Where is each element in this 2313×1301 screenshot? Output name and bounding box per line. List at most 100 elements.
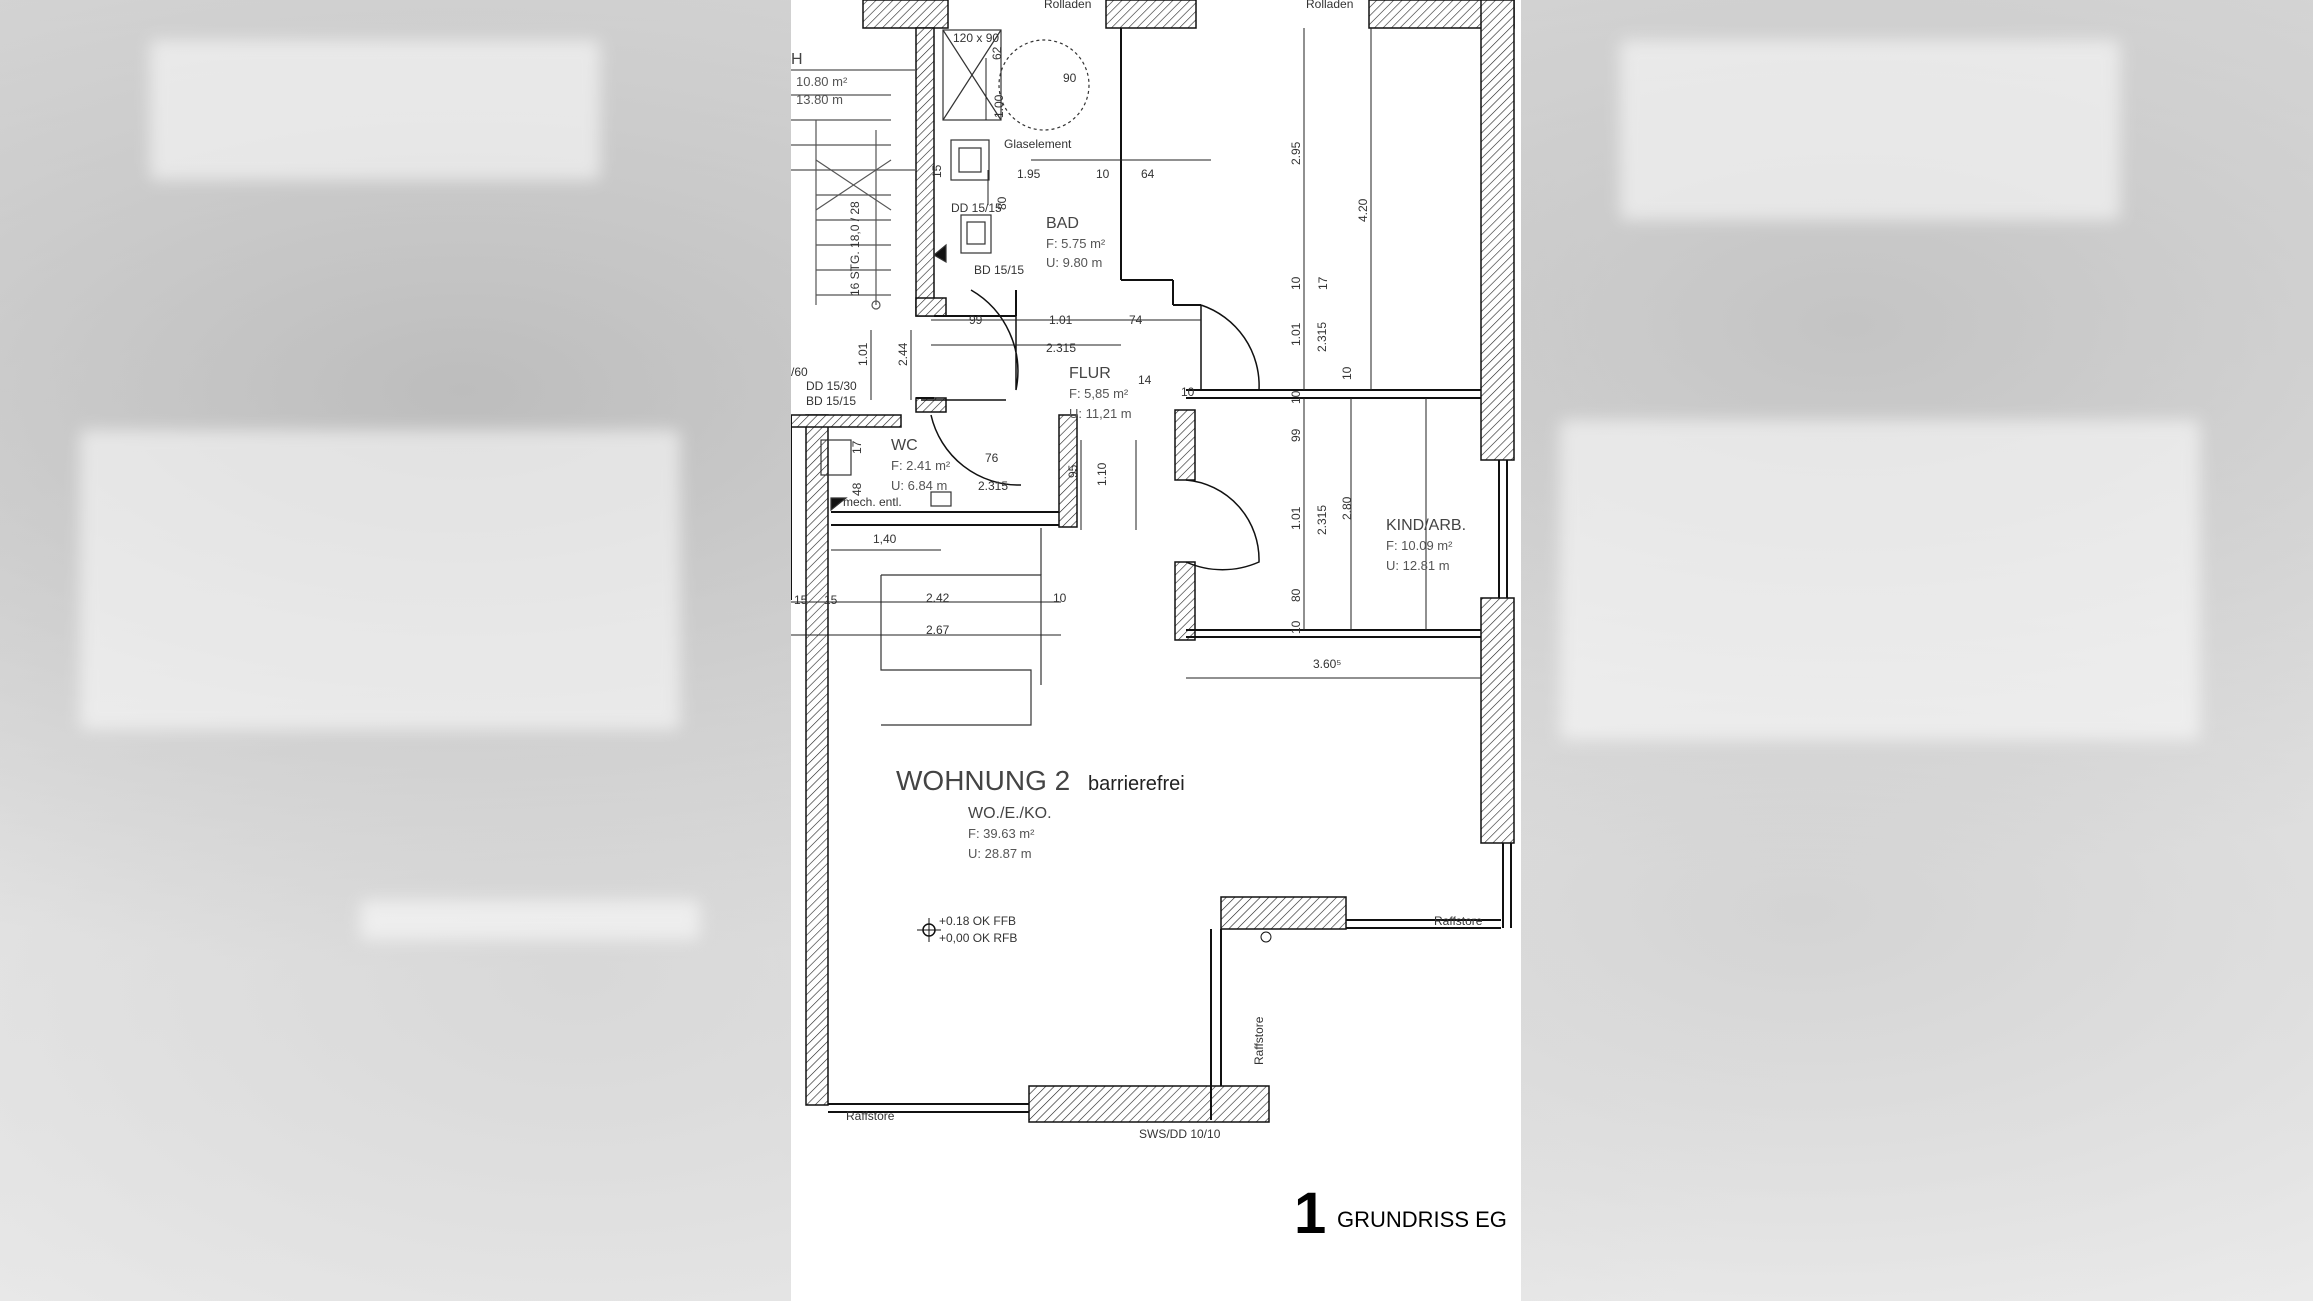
dim-295: 2.95 — [1289, 141, 1303, 165]
stair-room-name: H — [791, 51, 803, 68]
dim-10e: 10 — [1289, 390, 1303, 404]
dim-195: 1.95 — [1017, 167, 1041, 181]
wc-room-area: F: 2.41 m² — [891, 458, 951, 473]
bathroom-fixtures — [820, 29, 1090, 512]
wall-bay-top — [1220, 896, 1347, 930]
glass-element-label: Glaselement — [1004, 137, 1072, 151]
stairs-label: 16 STG. 18,0 / 28 — [848, 201, 862, 296]
dim-10g: 10 — [1053, 591, 1067, 605]
dim-2315a: 2.315 — [1046, 341, 1076, 355]
level-marker — [917, 918, 1272, 943]
wall-wc-top — [791, 414, 902, 428]
door-kind-mid — [1185, 479, 1260, 571]
rolladen-label-2: Rolladen — [1306, 0, 1353, 11]
dim-101c: 1.01 — [1289, 322, 1303, 346]
dd-label-2: DD 15/30 — [806, 379, 857, 393]
wall-bottom — [1028, 1085, 1270, 1123]
bath-room-name: BAD — [1046, 215, 1079, 232]
dimension-lines — [791, 28, 1481, 679]
dim-101a: 1.01 — [1049, 313, 1073, 327]
level-rfb-label: +0,00 OK RFB — [939, 931, 1017, 945]
dim-17b: 17 — [850, 440, 864, 454]
dim-280: 2.80 — [1340, 496, 1354, 520]
wall-top-mid — [1105, 0, 1197, 29]
door-bath — [970, 289, 1019, 391]
shower-tray — [942, 29, 1002, 121]
wall-kind-left-bottom — [1174, 561, 1196, 641]
shower-door-swing — [998, 39, 1090, 131]
level-ffb-label: +0.18 OK FFB — [939, 914, 1016, 928]
dim-3605: 3.60⁵ — [1313, 657, 1341, 671]
dim-420: 4.20 — [1356, 198, 1370, 222]
bd-label-1: BD 15/15 — [974, 263, 1024, 277]
bath-room-perimeter: U: 9.80 m — [1046, 255, 1102, 270]
dim-101b: 1.01 — [856, 342, 870, 366]
dim-2315b: 2.315 — [1315, 322, 1329, 352]
child-room-name: KIND/ARB. — [1386, 517, 1466, 534]
door-wc — [930, 414, 1022, 486]
apartment-note: barrierefrei — [1088, 773, 1185, 795]
partitions — [791, 28, 1512, 1120]
drawing-number: 1 — [1294, 1181, 1326, 1246]
dim-101d: 1.01 — [1289, 506, 1303, 530]
dim-17: 17 — [1316, 276, 1330, 290]
wall-exterior-right-upper — [1480, 0, 1515, 461]
dim-74: 74 — [1129, 313, 1143, 327]
dim-80b: 80 — [1289, 588, 1303, 602]
dim-62: 62 — [990, 46, 1004, 60]
dim-90: 90 — [1063, 71, 1077, 85]
wall-bath-bottom-stub — [915, 297, 947, 317]
dim-76: 76 — [985, 451, 999, 465]
dim-242: 2.42 — [926, 591, 950, 605]
dim-10f: 10 — [1289, 620, 1303, 634]
wc-room-name: WC — [891, 437, 918, 454]
stair-room-area: 10.80 m² — [796, 74, 848, 89]
dim-99a: 99 — [969, 313, 983, 327]
doors — [921, 289, 1260, 571]
vent-label: mech. entl. — [843, 495, 902, 509]
dim-15b: 15 — [794, 593, 808, 607]
wall-kind-left-top — [1174, 409, 1196, 481]
raffstore-label-2: Raffstore — [1434, 914, 1483, 928]
dim-10d: 10 — [1340, 366, 1354, 380]
dim-10a: 10 — [1096, 167, 1110, 181]
wall-stair-left — [805, 414, 829, 1106]
shower-size-label: 120 x 90 — [953, 31, 999, 45]
dim-15c: 15 — [824, 593, 838, 607]
sws-label: SWS/DD 10/10 — [1139, 1127, 1221, 1141]
dim-15: 15 — [930, 164, 944, 178]
rolladen-label-1: Rolladen — [1044, 0, 1091, 11]
dim-140: 1,40 — [873, 532, 897, 546]
dim-80a: 80 — [995, 196, 1009, 210]
living-room-area: F: 39.63 m² — [968, 826, 1035, 841]
wall-wc-right — [1058, 414, 1078, 528]
hall-room-area: F: 5,85 m² — [1069, 386, 1129, 401]
stairs — [791, 69, 916, 310]
dim-2315d: 2.315 — [1315, 505, 1329, 535]
dim-48: 48 — [850, 482, 864, 496]
dimension-labels: 90 62 1.00 1.95 10 64 80 15 2.95 4.20 99… — [794, 46, 1370, 671]
walls — [791, 0, 1515, 1123]
bath-room-area: F: 5.75 m² — [1046, 236, 1106, 251]
floor-plan-sheet: H 10.80 m² 13.80 m 16 STG. 18,0 / 28 120… — [791, 0, 1521, 1301]
wall-exterior-right-mid — [1480, 597, 1515, 844]
dim-95: 95 — [1066, 464, 1080, 478]
dim-14: 14 — [1138, 373, 1152, 387]
wc-room-perimeter: U: 6.84 m — [891, 478, 947, 493]
dim-267: 2.67 — [926, 623, 950, 637]
wall-top-left — [862, 0, 949, 29]
raffstore-label-1: Raffstore — [846, 1109, 895, 1123]
opening-label: /60 — [791, 365, 808, 379]
dim-99b: 99 — [1289, 428, 1303, 442]
living-room-name: WO./E./KO. — [968, 805, 1052, 822]
child-room-perimeter: U: 12.81 m — [1386, 558, 1450, 573]
dd-label-1: DD 15/15 — [951, 201, 1002, 215]
washbasin — [950, 139, 990, 181]
dim-64: 64 — [1141, 167, 1155, 181]
apartment-name: WOHNUNG 2 — [896, 765, 1070, 796]
drawing-title: GRUNDRISS EG — [1337, 1207, 1507, 1232]
toilet — [960, 214, 992, 254]
duct-outline — [880, 528, 1042, 726]
raffstore-label-3: Raffstore — [1252, 1016, 1266, 1065]
wc-basin — [820, 439, 852, 476]
